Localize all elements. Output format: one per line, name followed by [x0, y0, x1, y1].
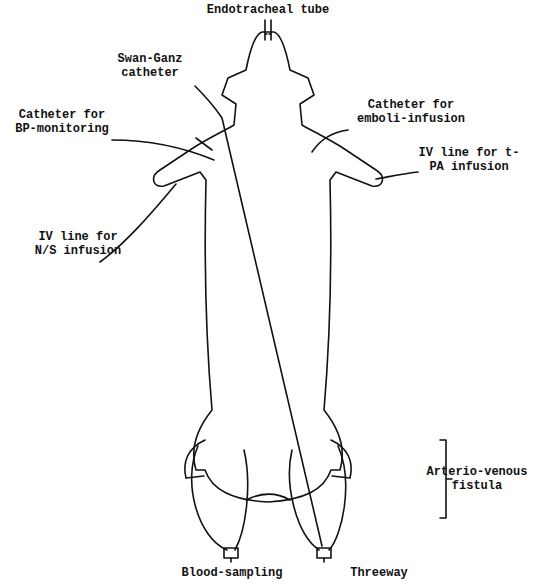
bp-catheter: [112, 140, 214, 160]
swan-ganz-catheter: [195, 86, 322, 546]
fistula-line: [329, 446, 346, 550]
fistula-label: Arterio-venous fistula: [421, 465, 533, 493]
tube-label: Endotracheal tube: [198, 3, 338, 17]
port-label: Threeway: [334, 566, 424, 580]
endotracheal-tube: [265, 20, 271, 40]
port-stem: [231, 558, 324, 562]
blood-sampling-port: [224, 548, 238, 558]
iv-line-label: IV line for t-PA infusion: [415, 146, 523, 174]
fistula-line: [290, 450, 319, 550]
animal-outline: [154, 32, 383, 502]
catheter-stub: [196, 138, 212, 150]
iv-line-label: IV line for N/S infusion: [24, 230, 132, 258]
catheter-label: Catheter for BP-monitoring: [8, 108, 116, 136]
catheter-label: Catheter for emboli-infusion: [350, 98, 472, 126]
threeway-valve: [317, 548, 331, 558]
hind-leg: [331, 440, 351, 478]
hind-leg: [185, 440, 205, 478]
tube-tip: [265, 33, 271, 35]
tpa-iv-line: [376, 172, 418, 179]
catheter-label: Swan-Ganz catheter: [110, 52, 190, 80]
fistula-line: [192, 446, 227, 550]
fistula-bridge: [246, 494, 290, 500]
emboli-catheter: [312, 130, 348, 152]
port-label: Blood-sampling: [172, 566, 292, 580]
